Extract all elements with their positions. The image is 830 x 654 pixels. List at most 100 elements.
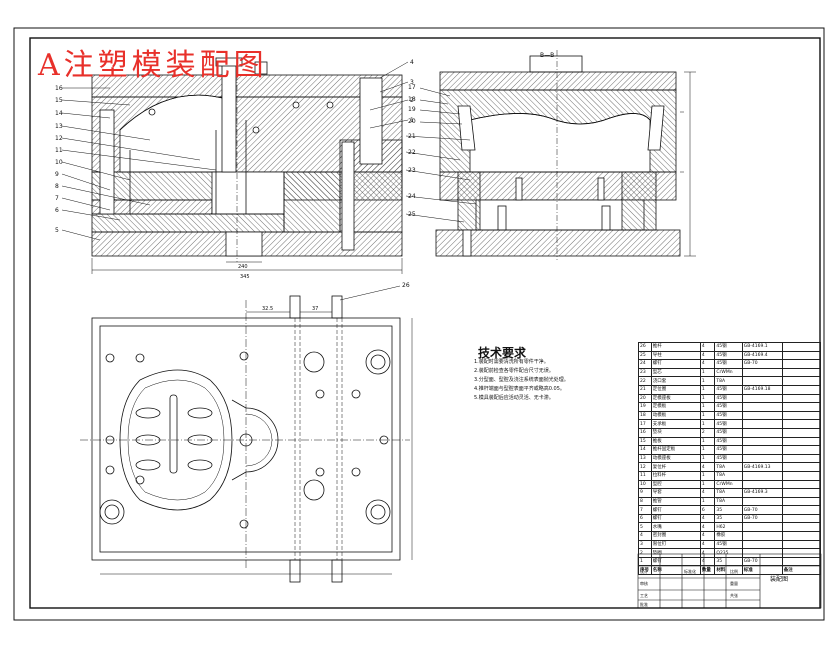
bom-cell: 4 <box>699 513 716 524</box>
bom-cell <box>781 445 822 455</box>
bom-cell: GB-70 <box>741 505 783 515</box>
bom-cell <box>781 522 822 533</box>
bom-cell: 1 <box>699 367 716 378</box>
bom-cell: 密封圈 <box>650 531 701 541</box>
requirement-item: 1.装配时需要清洗所有零件干净。 <box>474 359 549 365</box>
bom-cell <box>781 342 822 352</box>
part-number: 17 <box>408 84 416 91</box>
part-number: 8 <box>55 183 59 190</box>
bom-cell <box>781 548 822 558</box>
bom-cell: T8A <box>714 470 743 481</box>
bom-cell <box>741 522 783 533</box>
bom-cell: 浇口套 <box>650 376 701 386</box>
bom-cell: 22 <box>638 376 652 386</box>
bom-cell <box>781 410 822 421</box>
bom-cell: 15 <box>638 436 652 447</box>
bom-cell: T8A <box>714 462 743 472</box>
bom-cell: 26 <box>638 342 652 352</box>
part-number: 12 <box>55 135 63 142</box>
bom-cell: 螺钉 <box>650 513 701 524</box>
bom-cell <box>741 496 783 507</box>
part-number: 9 <box>55 171 59 178</box>
bom-cell <box>741 445 783 455</box>
part-number: 7 <box>55 195 59 202</box>
bom-cell: 45钢 <box>714 342 743 352</box>
bom-cell: 拉料杆 <box>650 470 701 481</box>
part-number: 24 <box>408 193 416 200</box>
bom-cell: 1 <box>699 376 716 386</box>
bom-header-cell: 序号 <box>638 565 652 576</box>
bom-cell: 35 <box>714 556 743 567</box>
bom-cell <box>741 453 783 464</box>
right-leader-lines <box>339 87 477 301</box>
bom-cell: 2 <box>638 548 652 558</box>
bom-cell: 1 <box>699 419 716 429</box>
bom-cell <box>781 496 822 507</box>
bom-cell <box>781 427 822 438</box>
bom-cell: 24 <box>638 359 652 369</box>
bom-cell: 1 <box>699 402 716 412</box>
bom-cell: 13 <box>638 453 652 464</box>
bom-cell <box>781 393 822 404</box>
bom-cell: 4 <box>699 556 716 567</box>
plan-view <box>80 295 413 583</box>
bom-cell: GB-4169.1 <box>741 342 783 352</box>
plan-dim-a: 32.5 <box>262 306 273 312</box>
bom-cell: Q235 <box>714 548 743 558</box>
section-label: B—B <box>540 52 555 59</box>
bom-cell: 1 <box>699 445 716 455</box>
bom-cell: 16 <box>638 427 652 438</box>
bom-cell <box>781 384 822 395</box>
bom-cell <box>781 462 822 472</box>
bom-cell: GB-4169.18 <box>741 384 783 395</box>
bom-cell <box>741 436 783 447</box>
bom-cell: 1 <box>699 496 716 507</box>
bom-cell: 11 <box>638 470 652 481</box>
outer-border <box>13 27 825 621</box>
bom-cell: 45钢 <box>714 445 743 455</box>
bom-cell: 1 <box>699 384 716 395</box>
bom-cell <box>781 436 822 447</box>
bom-cell: 4 <box>699 522 716 533</box>
bom-cell: 定位圈 <box>650 384 701 395</box>
bom-cell: 45钢 <box>714 419 743 429</box>
bom-cell: GB-4169.4 <box>741 350 783 361</box>
bom-cell: 2 <box>699 427 716 438</box>
front-section-view <box>91 52 403 262</box>
bom-cell <box>781 376 822 386</box>
requirement-item: 4.推杆端面与型腔表面平齐或略高0.05。 <box>474 386 565 392</box>
bom-cell: 45钢 <box>714 350 743 361</box>
bom-cell <box>741 367 783 378</box>
side-section-view <box>435 50 681 260</box>
bom-cell <box>781 419 822 429</box>
requirement-item: 2.装配前检查各零件配合尺寸无误。 <box>474 368 554 374</box>
plan-dim-b: 37 <box>312 306 318 312</box>
bom-cell <box>741 470 783 481</box>
bom-header-cell: 材料 <box>714 565 743 576</box>
bom-cell: 1 <box>699 479 716 490</box>
bom-cell <box>781 556 822 567</box>
requirement-item: 3.分型面、型腔及浇注系统表面抛光处理。 <box>474 377 569 383</box>
bom-cell: GB-70 <box>741 359 783 369</box>
bom-cell <box>741 393 783 404</box>
bom-cell <box>781 539 822 550</box>
bom-cell: 动模板 <box>650 410 701 421</box>
part-number: 18 <box>408 96 416 103</box>
bom-cell: T8A <box>714 376 743 386</box>
bom-cell: 4 <box>699 342 716 352</box>
bom-cell: T8A <box>714 488 743 498</box>
